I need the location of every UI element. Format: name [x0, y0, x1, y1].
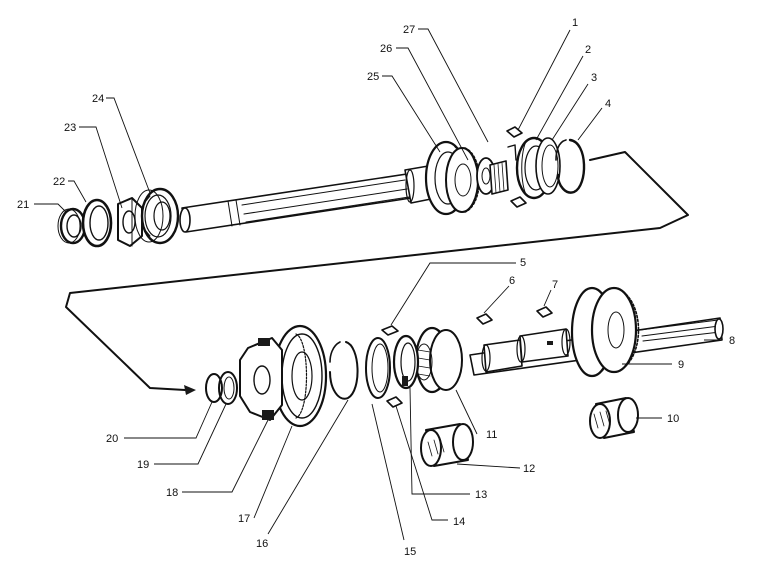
callout-15: 15 [404, 546, 416, 558]
part-17-synchro-sleeve [272, 324, 328, 428]
callout-labels: 1 2 3 4 5 6 7 8 9 10 11 12 13 14 15 16 1… [17, 17, 735, 558]
callout-9: 9 [678, 359, 684, 371]
callout-7: 7 [552, 279, 558, 291]
part-4-circlip [555, 138, 586, 194]
callout-24: 24 [92, 93, 104, 105]
callout-16: 16 [256, 538, 268, 550]
callout-14: 14 [453, 516, 465, 528]
callout-27: 27 [403, 24, 415, 36]
part-25-gear [424, 140, 481, 216]
callout-1: 1 [572, 17, 578, 29]
part-22-washer-ring [81, 198, 113, 248]
part-13-synchro-ring [392, 334, 420, 390]
part-10-needle-bearing [589, 397, 639, 439]
hub-tooth-bottom [262, 410, 274, 420]
part-9-large-gear [570, 286, 640, 378]
callout-20: 20 [106, 433, 118, 445]
callout-6: 6 [509, 275, 515, 287]
callout-2: 2 [585, 44, 591, 56]
part-21-bearing-cup [57, 207, 87, 245]
assembly-connector-path [65, 151, 689, 391]
part-1-keys [506, 126, 527, 208]
callout-22: 22 [53, 176, 65, 188]
hub-tooth-top [258, 338, 270, 346]
ring-lug [402, 376, 408, 386]
part-23-nut [117, 197, 143, 247]
callout-11: 11 [486, 429, 497, 441]
callout-4: 4 [605, 98, 611, 110]
leader-lines [34, 28, 722, 541]
callout-26: 26 [380, 43, 392, 55]
part-12-needle-bearing [420, 423, 474, 467]
callout-21: 21 [17, 199, 29, 211]
callout-13: 13 [475, 489, 487, 501]
part-7-key [536, 306, 553, 318]
callout-10: 10 [667, 413, 679, 425]
connector-arrowhead [184, 385, 196, 395]
part-14-key [386, 396, 403, 408]
part-27-needle-bearing [489, 160, 509, 195]
callout-12: 12 [523, 463, 535, 475]
part-6-key [476, 313, 493, 325]
upper-mainshaft [179, 163, 447, 233]
part-5-key [381, 325, 399, 336]
part-16-circlip [329, 341, 359, 400]
part-18-synchro-hub [239, 337, 283, 421]
callout-18: 18 [166, 487, 178, 499]
callout-17: 17 [238, 513, 250, 525]
part-19-ring [218, 371, 238, 405]
callout-19: 19 [137, 459, 149, 471]
callout-25: 25 [367, 71, 379, 83]
part-20-snap-ring [205, 373, 223, 403]
part-15-snap-ring [365, 337, 391, 399]
callout-8: 8 [729, 335, 735, 347]
callout-3: 3 [591, 72, 597, 84]
part-3-ring [535, 137, 561, 195]
shaft-key-slot [547, 341, 553, 345]
callout-5: 5 [520, 257, 526, 269]
part-24-bearing [134, 187, 180, 245]
part-11-gear [414, 326, 463, 394]
callout-23: 23 [64, 122, 76, 134]
